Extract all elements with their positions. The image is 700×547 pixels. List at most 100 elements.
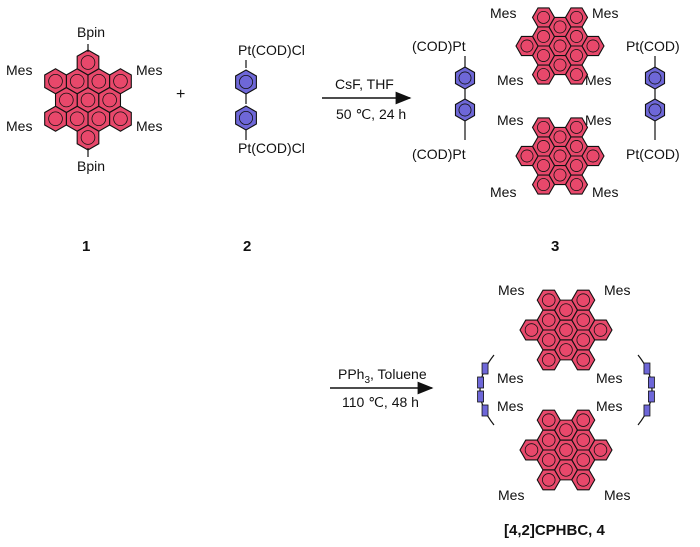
hbc-ring xyxy=(531,7,556,28)
hbc-ring xyxy=(109,68,132,95)
mes-label: Mes xyxy=(585,72,612,88)
hbc-ring xyxy=(564,64,589,85)
phenylene-ring xyxy=(644,66,666,90)
hbc-ring xyxy=(564,174,589,195)
reagent-text: PPh xyxy=(338,366,365,382)
phenylene-ring xyxy=(643,362,651,375)
bpin-top-label: Bpin xyxy=(77,24,106,40)
pt-cod-right-bottom: Pt(COD) xyxy=(626,146,680,162)
mes-label: Mes xyxy=(604,282,631,298)
phenylene-ring xyxy=(481,404,489,417)
aromatic-circle xyxy=(576,293,590,307)
aromatic-circle xyxy=(113,73,128,89)
aromatic-circle xyxy=(570,140,583,153)
aromatic-circle xyxy=(576,433,590,447)
phenylene-ring xyxy=(481,362,489,375)
arrow-2-conditions: 110 ℃, 48 h xyxy=(342,394,419,410)
arrow-1-conditions: 50 ℃, 24 h xyxy=(336,106,407,122)
hbc-ring xyxy=(515,35,539,57)
hbc-ring xyxy=(581,145,605,167)
mes-label: Mes xyxy=(6,62,33,78)
aromatic-circle xyxy=(570,49,583,62)
aromatic-circle xyxy=(524,323,539,337)
aromatic-circle xyxy=(576,413,590,427)
phenylene-ring xyxy=(643,404,651,417)
phenylene-ring xyxy=(648,390,655,403)
hbc-ring xyxy=(536,349,561,371)
aromatic-circle xyxy=(576,313,590,327)
arrow-2-reagent: PPh3, Toluene xyxy=(338,366,427,386)
pt-cod-left-bottom: (COD)Pt xyxy=(412,146,466,162)
aromatic-circle xyxy=(458,103,472,117)
aromatic-circle xyxy=(586,39,600,53)
compound-1-number: 1 xyxy=(82,238,91,255)
mes-label: Mes xyxy=(498,282,525,298)
aromatic-circle xyxy=(113,111,128,127)
aromatic-circle xyxy=(542,473,556,487)
aromatic-circle xyxy=(576,473,590,487)
mes-label: Mes xyxy=(498,487,525,503)
aromatic-circle xyxy=(576,453,590,467)
hbc-ring xyxy=(536,409,561,431)
phenylene-ring xyxy=(235,69,257,95)
phenylene-ring xyxy=(477,390,484,403)
aromatic-circle xyxy=(559,343,573,357)
hbc-ring xyxy=(564,117,589,138)
aromatic-circle xyxy=(48,111,63,127)
aromatic-circle xyxy=(586,149,600,163)
aromatic-circle xyxy=(69,73,85,89)
aromatic-circle xyxy=(593,323,608,337)
pt-cod-right-top: Pt(COD) xyxy=(626,38,680,54)
hbc-ring xyxy=(571,469,596,491)
aromatic-circle xyxy=(559,423,573,437)
compound-2-number: 2 xyxy=(243,238,252,255)
mes-label: Mes xyxy=(497,398,524,414)
mes-label: Mes xyxy=(596,398,623,414)
aromatic-circle xyxy=(537,178,550,192)
hbc-ring xyxy=(571,349,596,371)
arrow-1-reagent: CsF, THF xyxy=(335,76,394,92)
aromatic-circle xyxy=(542,413,556,427)
hbc-ring xyxy=(76,49,100,76)
reagent-rest: , Toluene xyxy=(370,366,427,382)
aromatic-circle xyxy=(537,140,550,153)
aromatic-circle xyxy=(559,323,573,337)
mes-label: Mes xyxy=(490,5,517,21)
pt-cod-cl-top: Pt(COD)Cl xyxy=(238,42,305,58)
hbc-ring xyxy=(76,124,100,151)
aromatic-circle xyxy=(59,92,74,108)
aromatic-circle xyxy=(648,71,662,85)
aromatic-circle xyxy=(593,443,608,457)
hbc-ring xyxy=(581,35,605,57)
mes-label: Mes xyxy=(604,487,631,503)
aromatic-circle xyxy=(80,92,96,108)
hbc-ring xyxy=(571,409,596,431)
aromatic-circle xyxy=(80,130,96,145)
hbc-ring xyxy=(519,319,544,341)
pt-cod-left-top: (COD)Pt xyxy=(412,38,466,54)
aromatic-circle xyxy=(238,111,253,126)
aromatic-circle xyxy=(537,49,550,62)
mes-label: Mes xyxy=(497,112,524,128)
compound-4-label: [4,2]CPHBC, 4 xyxy=(504,522,605,539)
mes-label: Mes xyxy=(490,184,517,200)
aromatic-circle xyxy=(542,353,556,367)
plus-sign: + xyxy=(176,86,186,103)
aromatic-circle xyxy=(91,111,107,127)
hbc-ring xyxy=(588,439,613,461)
reagent-subscript: 3 xyxy=(364,374,371,386)
compound-3-structure xyxy=(454,7,666,195)
hbc-ring xyxy=(109,105,132,132)
aromatic-circle xyxy=(458,71,472,85)
hbc-ring xyxy=(536,469,561,491)
hbc-ring xyxy=(531,174,556,195)
curved-linker xyxy=(637,354,653,426)
hbc-ring xyxy=(571,289,596,311)
aromatic-circle xyxy=(570,120,583,134)
hbc-ring xyxy=(536,289,561,311)
aromatic-circle xyxy=(553,149,567,163)
aromatic-circle xyxy=(520,39,534,53)
aromatic-circle xyxy=(537,159,550,172)
compound-4-structure xyxy=(477,289,655,491)
